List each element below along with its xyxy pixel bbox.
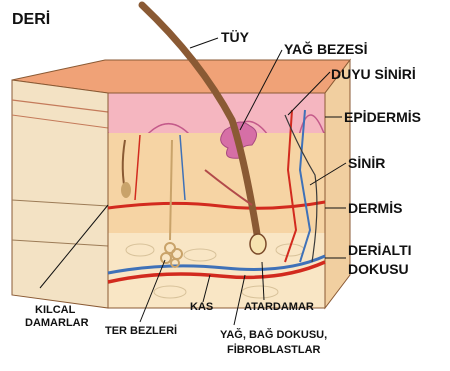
label-yag-bag-line2: FİBROBLASTLAR bbox=[227, 345, 321, 356]
label-epidermis: EPİDERMİS bbox=[344, 110, 421, 124]
diagram-title: DERİ bbox=[12, 12, 50, 28]
label-yag-bezesi: YAĞ BEZESİ bbox=[284, 42, 368, 56]
small-follicle-bulb bbox=[121, 182, 131, 198]
block-left-face bbox=[12, 80, 108, 308]
label-ter-bezleri: TER BEZLERİ bbox=[105, 326, 177, 337]
label-duyu-siniri: DUYU SİNİRİ bbox=[331, 67, 416, 81]
label-dermis: DERMİS bbox=[348, 201, 402, 215]
label-kas: KAS bbox=[190, 302, 213, 313]
block-right-face bbox=[325, 60, 350, 308]
label-yag-bag-line1: YAĞ, BAĞ DOKUSU, bbox=[220, 330, 327, 341]
label-atardamar: ATARDAMAR bbox=[244, 302, 314, 313]
label-sinir: SİNİR bbox=[348, 156, 385, 170]
label-kilcal-line1: KILCAL bbox=[35, 305, 75, 316]
dermis-layer bbox=[108, 133, 325, 233]
label-tuy: TÜY bbox=[221, 30, 249, 44]
hair-bulb bbox=[250, 234, 266, 254]
label-derialti-line2: DOKUSU bbox=[348, 262, 409, 276]
label-kilcal-line2: DAMARLAR bbox=[25, 318, 89, 329]
label-derialti-line1: DERİALTI bbox=[348, 243, 412, 257]
